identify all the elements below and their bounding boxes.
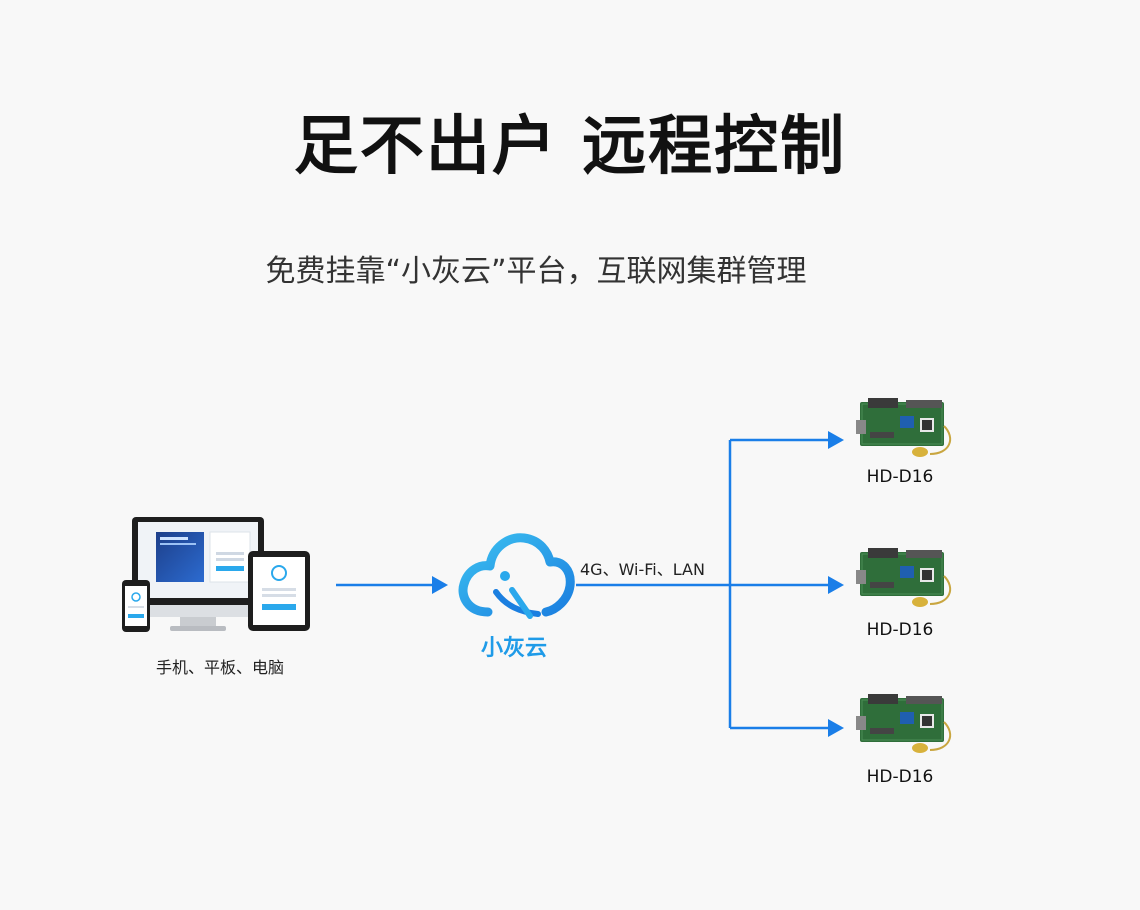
arrow-devices-to-cloud	[336, 576, 448, 594]
monitor-icon	[132, 517, 264, 631]
arrow-to-board-1	[828, 431, 844, 449]
tablet-icon	[248, 551, 310, 631]
board-label-1: HD-D16	[866, 467, 934, 487]
cloud-logo-icon	[458, 533, 575, 619]
connection-label: 4G、Wi-Fi、LAN	[580, 560, 705, 579]
arrow-to-board-2	[828, 576, 844, 594]
board-label-3: HD-D16	[866, 767, 934, 787]
board-label-2: HD-D16	[866, 620, 934, 640]
phone-icon	[122, 580, 150, 632]
page-subtitle: 免费挂靠“小灰云”平台，互联网集群管理	[265, 254, 807, 289]
devices-illustration	[122, 517, 310, 632]
controller-board-icon	[856, 398, 952, 457]
cloud-label: 小灰云	[480, 636, 547, 661]
controller-board-icon	[856, 694, 952, 753]
devices-label: 手机、平板、电脑	[155, 658, 284, 677]
arrow-to-board-3	[828, 719, 844, 737]
page-title: 足不出户 远程控制	[293, 110, 847, 184]
connection-lines	[576, 431, 844, 737]
controller-board-icon	[856, 548, 952, 607]
